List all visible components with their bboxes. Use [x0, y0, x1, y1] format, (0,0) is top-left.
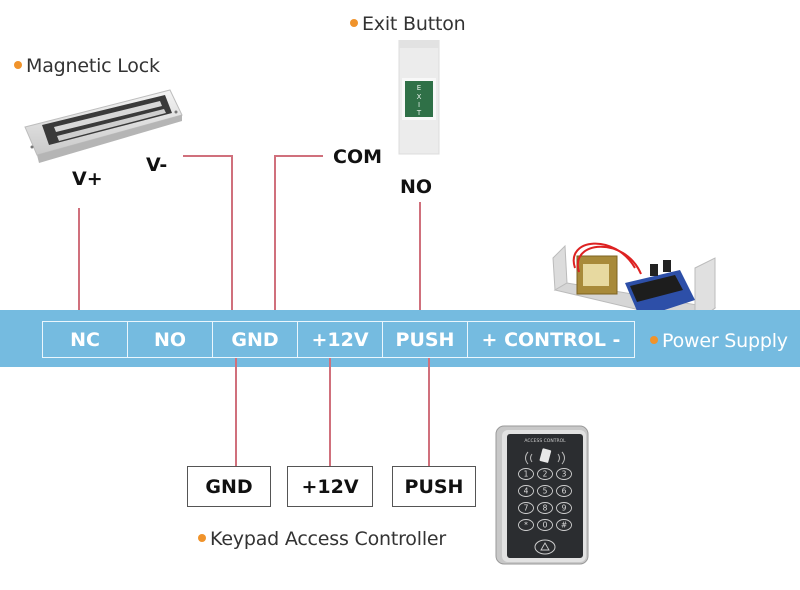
- keypad-image: ACCESS CONTROL 1 2 3 4 5 6 7 8 9 * 0 #: [494, 424, 590, 566]
- keypad-key-label: 6: [562, 487, 567, 496]
- pin-label-v-plus: V+: [72, 168, 103, 190]
- keypad-key-label: *: [524, 521, 528, 530]
- magnetic-lock-caption: Magnetic Lock: [14, 55, 160, 77]
- pin-label-no: NO: [400, 176, 433, 198]
- svg-text:T: T: [416, 109, 422, 117]
- controller-terminal-gnd: GND: [187, 466, 271, 507]
- keypad-key: [518, 502, 534, 514]
- controller-terminal-12v: +12V: [287, 466, 373, 507]
- pin-label-v-minus: V-: [146, 154, 168, 176]
- keypad-key-label: 7: [524, 504, 529, 513]
- keypad-key-label: 4: [524, 487, 529, 496]
- terminal-12v: +12V: [297, 321, 383, 358]
- wire-no-to-push: [419, 202, 421, 321]
- keypad-key: [556, 502, 572, 514]
- keypad-key-label: 0: [543, 521, 548, 530]
- wire-push-to-controller: [428, 358, 430, 466]
- bullet-icon: [198, 534, 206, 542]
- wire-v-plus-to-nc: [78, 208, 80, 321]
- keypad-key-label: 8: [543, 504, 548, 513]
- wire-gnd-to-controller: [235, 358, 237, 466]
- keypad-key-label: #: [561, 521, 567, 530]
- svg-text:E: E: [417, 84, 421, 92]
- controller-terminal-push: PUSH: [392, 466, 476, 507]
- terminal-push: PUSH: [382, 321, 468, 358]
- svg-text:ACCESS CONTROL: ACCESS CONTROL: [524, 438, 566, 444]
- exit-button-image: E X I T: [398, 40, 440, 155]
- keypad-key: [518, 519, 534, 531]
- keypad-key: [556, 519, 572, 531]
- keypad-key: [537, 468, 553, 480]
- exit-button-caption: Exit Button: [350, 13, 466, 35]
- terminal-gnd: GND: [212, 321, 298, 358]
- keypad-key: [556, 485, 572, 497]
- keypad-key-label: 3: [562, 470, 567, 479]
- wire-com-horizontal: [274, 155, 323, 157]
- terminal-control: + CONTROL -: [467, 321, 635, 358]
- power-supply-image: [552, 242, 717, 324]
- keypad-key: [537, 502, 553, 514]
- keypad-key: [537, 519, 553, 531]
- bullet-icon: [650, 336, 658, 344]
- magnetic-lock-image: [24, 89, 183, 163]
- keypad-key: [537, 485, 553, 497]
- keypad-keys: 1 2 3 4 5 6 7 8 9 * 0 #: [518, 468, 572, 531]
- svg-text:X: X: [417, 93, 422, 101]
- power-supply-caption: Power Supply: [650, 330, 788, 352]
- bullet-icon: [350, 19, 358, 27]
- keypad-key-label: 5: [543, 487, 548, 496]
- pin-label-com: COM: [333, 146, 383, 168]
- keypad-key-label: 2: [543, 470, 548, 479]
- wire-v-minus-to-gnd: [231, 155, 233, 321]
- wire-com-to-gnd: [274, 155, 276, 321]
- bullet-icon: [14, 61, 22, 69]
- keypad-key: [518, 468, 534, 480]
- keypad-key: [556, 468, 572, 480]
- keypad-caption: Keypad Access Controller: [198, 528, 446, 550]
- wire-v-minus-horizontal: [183, 155, 232, 157]
- keypad-key: [518, 485, 534, 497]
- terminal-no: NO: [127, 321, 213, 358]
- wire-12v-to-controller: [329, 358, 331, 466]
- keypad-key-label: 1: [524, 470, 529, 479]
- keypad-key-label: 9: [562, 504, 567, 513]
- terminal-nc: NC: [42, 321, 128, 358]
- svg-text:I: I: [418, 101, 420, 109]
